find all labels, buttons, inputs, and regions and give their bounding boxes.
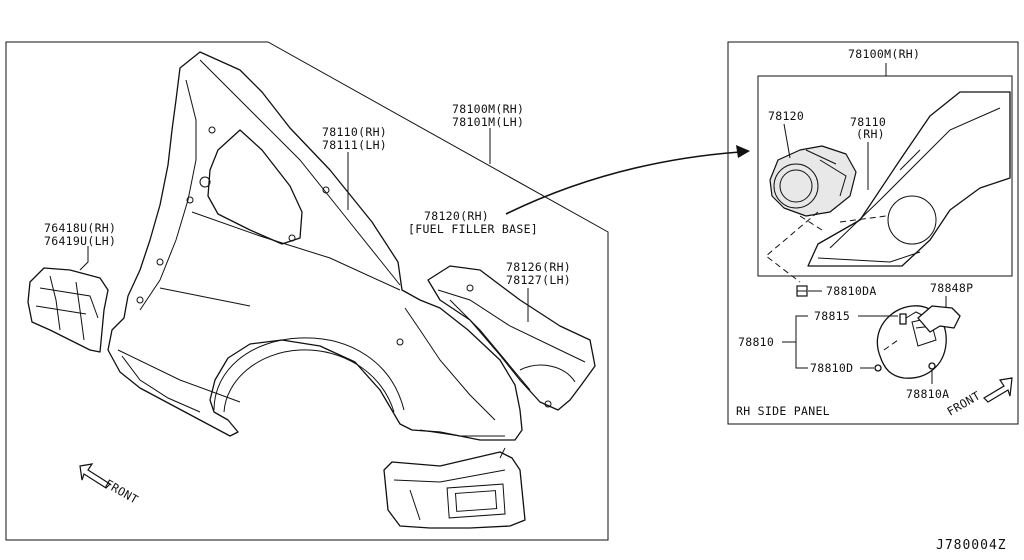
bracket-76418U-part <box>27 267 109 353</box>
callout-78126: 78126(RH) 78127(LH) <box>506 260 578 287</box>
front-direction-arrow-main: FRONT <box>79 463 141 507</box>
detail-label-78120: 78120 <box>768 109 804 123</box>
label-78848P: 78848P <box>930 281 973 295</box>
detail-panel-caption: RH SIDE PANEL <box>736 404 830 418</box>
front-label-main: FRONT <box>103 476 141 506</box>
callout-78120-fuel-filler-base: 78120(RH) [FUEL FILLER BASE] <box>408 209 538 236</box>
diagram-code: J780004Z <box>936 538 1007 553</box>
detail-callout-arrowhead <box>736 145 750 158</box>
callout-76418: 76418U(RH) 76419U(LH) <box>44 221 123 248</box>
detail-label-78110: 78110 (RH) <box>850 115 893 141</box>
fuel-filler-lid-part <box>874 305 961 379</box>
detail-panel-border <box>727 41 1019 425</box>
fuel-door-opening <box>887 195 937 245</box>
callout-78100: 78100M(RH) 78101M(LH) <box>452 102 531 129</box>
leader-76418 <box>79 246 89 271</box>
front-label-detail: FRONT <box>945 388 983 418</box>
label-78810DA: 78810DA <box>826 284 877 298</box>
assembly-dash-1 <box>765 211 819 283</box>
lower-rear-bracket-part <box>383 447 526 529</box>
leader-d78120 <box>783 123 791 159</box>
detail-quarter-panel <box>807 91 1011 267</box>
detail-callout-arrow <box>505 151 741 215</box>
clip-78815-part <box>899 313 907 325</box>
label-78810: 78810 <box>738 335 774 349</box>
label-78810D: 78810D <box>810 361 853 375</box>
fuel-filler-base-part <box>769 145 857 217</box>
callout-78110: 78110(RH) 78111(LH) <box>322 125 394 152</box>
quarter-panel-part <box>107 51 523 441</box>
clip-78810A-part <box>928 362 936 370</box>
bolt-78810DA <box>796 285 808 297</box>
label-78810A: 78810A <box>906 387 949 401</box>
assembly-dash-2 <box>799 215 823 231</box>
front-direction-arrow-detail: FRONT <box>945 377 1013 419</box>
bracket-78126-part <box>427 265 596 411</box>
main-panel-border <box>5 41 609 541</box>
label-78815: 78815 <box>814 309 850 323</box>
detail-inner-frame <box>757 75 1013 277</box>
detail-title-78100M: 78100M(RH) <box>848 47 920 61</box>
clip-78810D-part <box>874 364 882 372</box>
leader-78810-bracket <box>795 315 808 369</box>
hinge-78848P-part <box>917 305 961 333</box>
